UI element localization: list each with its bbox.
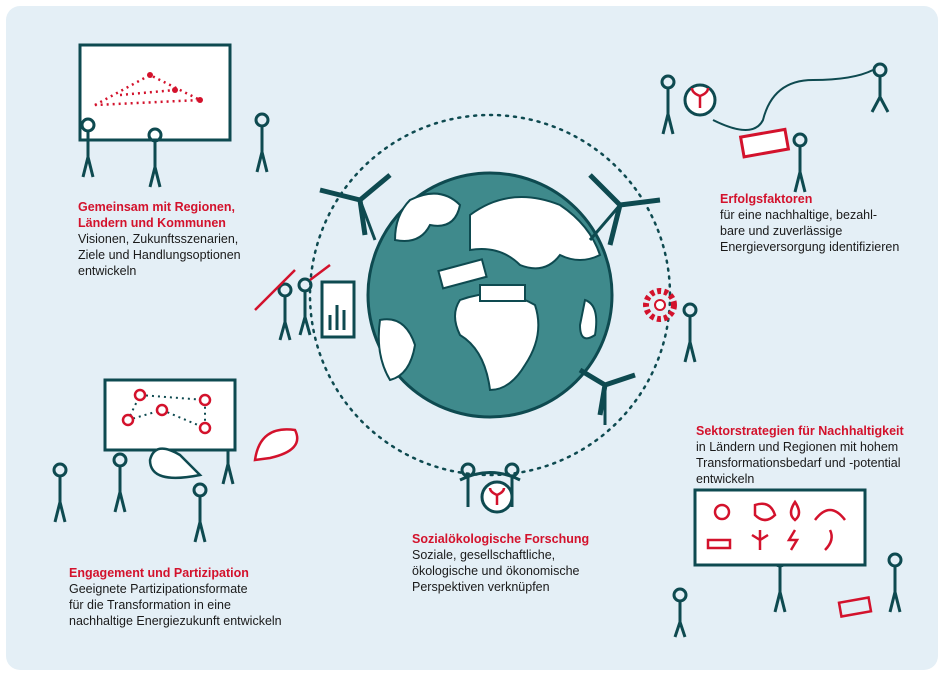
block-text: bare und zuverlässige <box>720 224 843 238</box>
block-title: Engagement und Partizipation <box>69 566 249 580</box>
block-text: Energieversorgung identifizieren <box>720 240 900 254</box>
block-title: Sektorstrategien für Nachhaltigkeit <box>696 424 904 438</box>
orbit-ring <box>308 113 672 477</box>
block-text: entwickeln <box>696 472 755 486</box>
telescope-icon <box>738 127 791 159</box>
block-title: Sozialökologische Forschung <box>412 532 590 546</box>
block-text: Perspektiven verknüpfen <box>412 580 550 594</box>
sector-board-icon <box>693 488 873 618</box>
map-board-icon <box>78 43 232 142</box>
wind-turbine-icon <box>319 173 661 425</box>
block-text: Transformationsbedarf und -potential <box>696 456 901 470</box>
block-title: Erfolgsfaktoren <box>720 192 813 206</box>
gear-icon <box>643 288 677 322</box>
block-title: Ländern und Kommunen <box>78 216 226 230</box>
chart-board-icon <box>254 264 356 339</box>
block-text: ökologische und ökonomische <box>412 564 580 578</box>
block-text: Soziale, gesellschaftliche, <box>412 548 556 562</box>
block-text: Visionen, Zukunftsszenarien, <box>78 232 239 246</box>
info-block-erfolgsfaktoren: Erfolgsfaktoren für eine nachhaltige, be… <box>720 191 899 255</box>
block-text: nachhaltige Energiezukunft entwickeln <box>69 614 282 628</box>
block-text: für die Transformation in eine <box>69 598 231 612</box>
info-block-partizipation: Engagement und Partizipation Geeignete P… <box>69 565 282 629</box>
info-block-forschung: Sozialökologische Forschung Soziale, ges… <box>412 531 589 595</box>
block-text: Ziele und Handlungsoptionen <box>78 248 241 262</box>
block-text: Geeignete Partizipationsformate <box>69 582 248 596</box>
block-text: für eine nachhaltige, bezahl- <box>720 208 878 222</box>
block-text: in Ländern und Regionen mit hohem <box>696 440 899 454</box>
network-board-icon <box>103 378 299 480</box>
lightbulb-icon <box>480 69 874 514</box>
info-block-sektorstrategien: Sektorstrategien für Nachhaltigkeit in L… <box>696 423 904 487</box>
block-title: Gemeinsam mit Regionen, <box>78 200 235 214</box>
globe-icon <box>366 171 614 419</box>
block-text: entwickeln <box>78 264 137 278</box>
info-block-regionen: Gemeinsam mit Regionen, Ländern und Komm… <box>78 199 241 279</box>
